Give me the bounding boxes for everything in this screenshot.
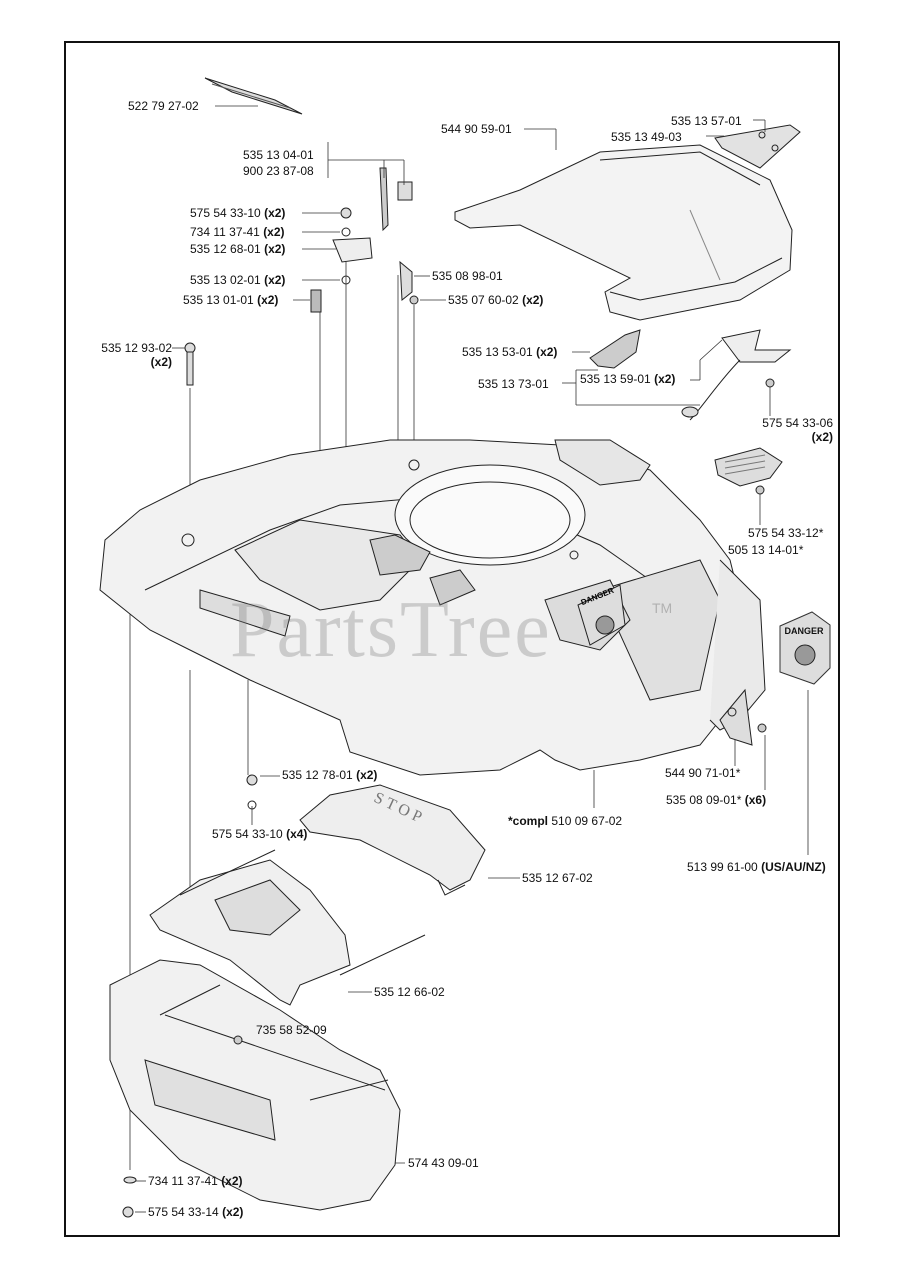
part-label[interactable]: 535 12 93-02(x2) <box>101 341 172 369</box>
stop-button-cover <box>246 774 486 896</box>
part-label[interactable]: *compl 510 09 67-02 <box>508 814 623 828</box>
part-label[interactable]: 535 13 59-01 (x2) <box>580 372 676 386</box>
part-label[interactable]: 535 12 68-01 (x2) <box>190 242 286 256</box>
part-label[interactable]: 535 07 60-02 (x2) <box>448 293 544 307</box>
top-lid <box>454 144 793 321</box>
part-label[interactable]: 535 13 04-01 <box>243 148 314 162</box>
bottom-washers <box>122 1176 137 1218</box>
part-label[interactable]: 900 23 87-08 <box>243 164 314 178</box>
leader-lines <box>129 105 809 1213</box>
body-shell <box>99 439 766 776</box>
part-label[interactable]: 544 90 71-01* <box>665 766 741 780</box>
danger-label-text: DANGER <box>784 626 824 636</box>
decal-strip <box>204 77 303 115</box>
part-label[interactable]: 513 99 61-00 (US/AU/NZ) <box>687 860 826 874</box>
part-label[interactable]: 535 13 02-01 (x2) <box>190 273 286 287</box>
part-label[interactable]: 575 54 33-10 (x4) <box>212 827 308 841</box>
part-label[interactable]: 734 11 37-41 (x2) <box>190 225 285 239</box>
part-label[interactable]: 575 54 33-14 (x2) <box>148 1205 244 1219</box>
danger-label: DANGER <box>777 612 831 684</box>
cable-bracket <box>681 329 792 421</box>
part-label[interactable]: 505 13 14-01* <box>728 543 804 557</box>
front-bumper <box>109 959 401 1211</box>
lid-handle <box>714 124 801 169</box>
danger-label-shape <box>779 611 831 685</box>
part-label[interactable]: 544 90 59-01 <box>441 122 512 136</box>
part-label[interactable]: 535 12 78-01 (x2) <box>282 768 378 782</box>
part-label[interactable]: 574 43 09-01 <box>408 1156 479 1170</box>
part-label[interactable]: 535 08 98-01 <box>432 269 503 283</box>
charging-plate <box>714 447 783 487</box>
part-label[interactable]: 575 54 33-10 (x2) <box>190 206 286 220</box>
part-label[interactable]: 535 13 73-01 <box>478 377 549 391</box>
part-label[interactable]: 535 13 57-01 <box>671 114 742 128</box>
part-label[interactable]: 535 13 01-01 (x2) <box>183 293 279 307</box>
part-label[interactable]: 535 08 09-01* (x6) <box>666 793 767 807</box>
part-label[interactable]: 535 12 66-02 <box>374 985 445 999</box>
part-label[interactable]: 535 13 49-03 <box>611 130 682 144</box>
side-fasteners <box>719 378 775 746</box>
hinge-bracket <box>589 329 641 369</box>
diagram-frame <box>64 41 840 1237</box>
part-label[interactable]: 575 54 33-12* <box>748 526 824 540</box>
part-label[interactable]: 735 58 52-09 <box>256 1023 327 1037</box>
part-label[interactable]: 535 13 53-01 (x2) <box>462 345 558 359</box>
watermark-trademark: TM <box>652 600 673 616</box>
part-label[interactable]: 575 54 33-06(x2) <box>762 416 833 444</box>
part-label[interactable]: 734 11 37-41 (x2) <box>148 1174 243 1188</box>
part-label[interactable]: 522 79 27-02 <box>128 99 199 113</box>
inner-frame <box>149 849 426 1006</box>
body-danger-decal <box>577 584 626 646</box>
part-label[interactable]: 535 12 67-02 <box>522 871 593 885</box>
